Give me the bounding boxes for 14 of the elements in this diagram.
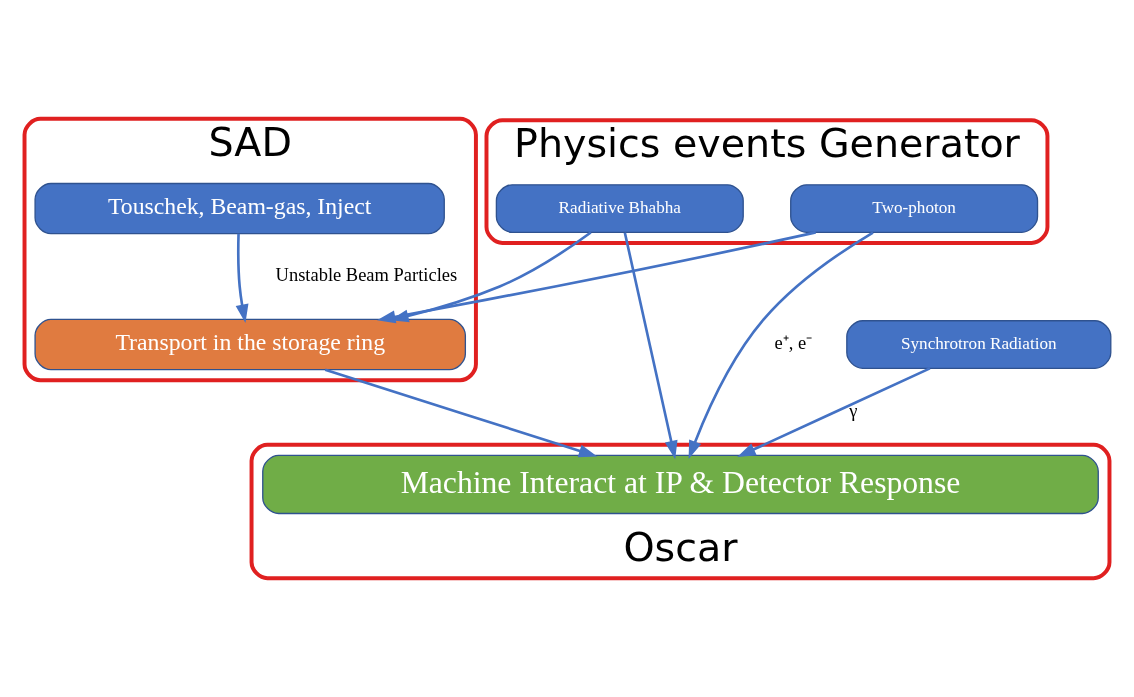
node-box: Two-photon [790,184,1039,233]
arrow [688,231,874,460]
node-box: Touschek, Beam-gas, Inject [34,182,445,235]
arrow [623,232,678,460]
arrow [737,367,931,458]
arrow [235,233,249,323]
edge-label: γ [849,401,858,422]
edge-label: Unstable Beam Particles [275,265,458,286]
node-box: Radiative Bhabha [495,184,744,233]
node-box: Machine Interact at IP & Detector Response [262,454,1099,515]
edge-label: e⁺, e⁻ [774,333,813,354]
node-box: Transport in the storage ring [34,318,467,371]
node-box: Synchrotron Radiation [846,320,1112,369]
arrow [324,368,598,458]
